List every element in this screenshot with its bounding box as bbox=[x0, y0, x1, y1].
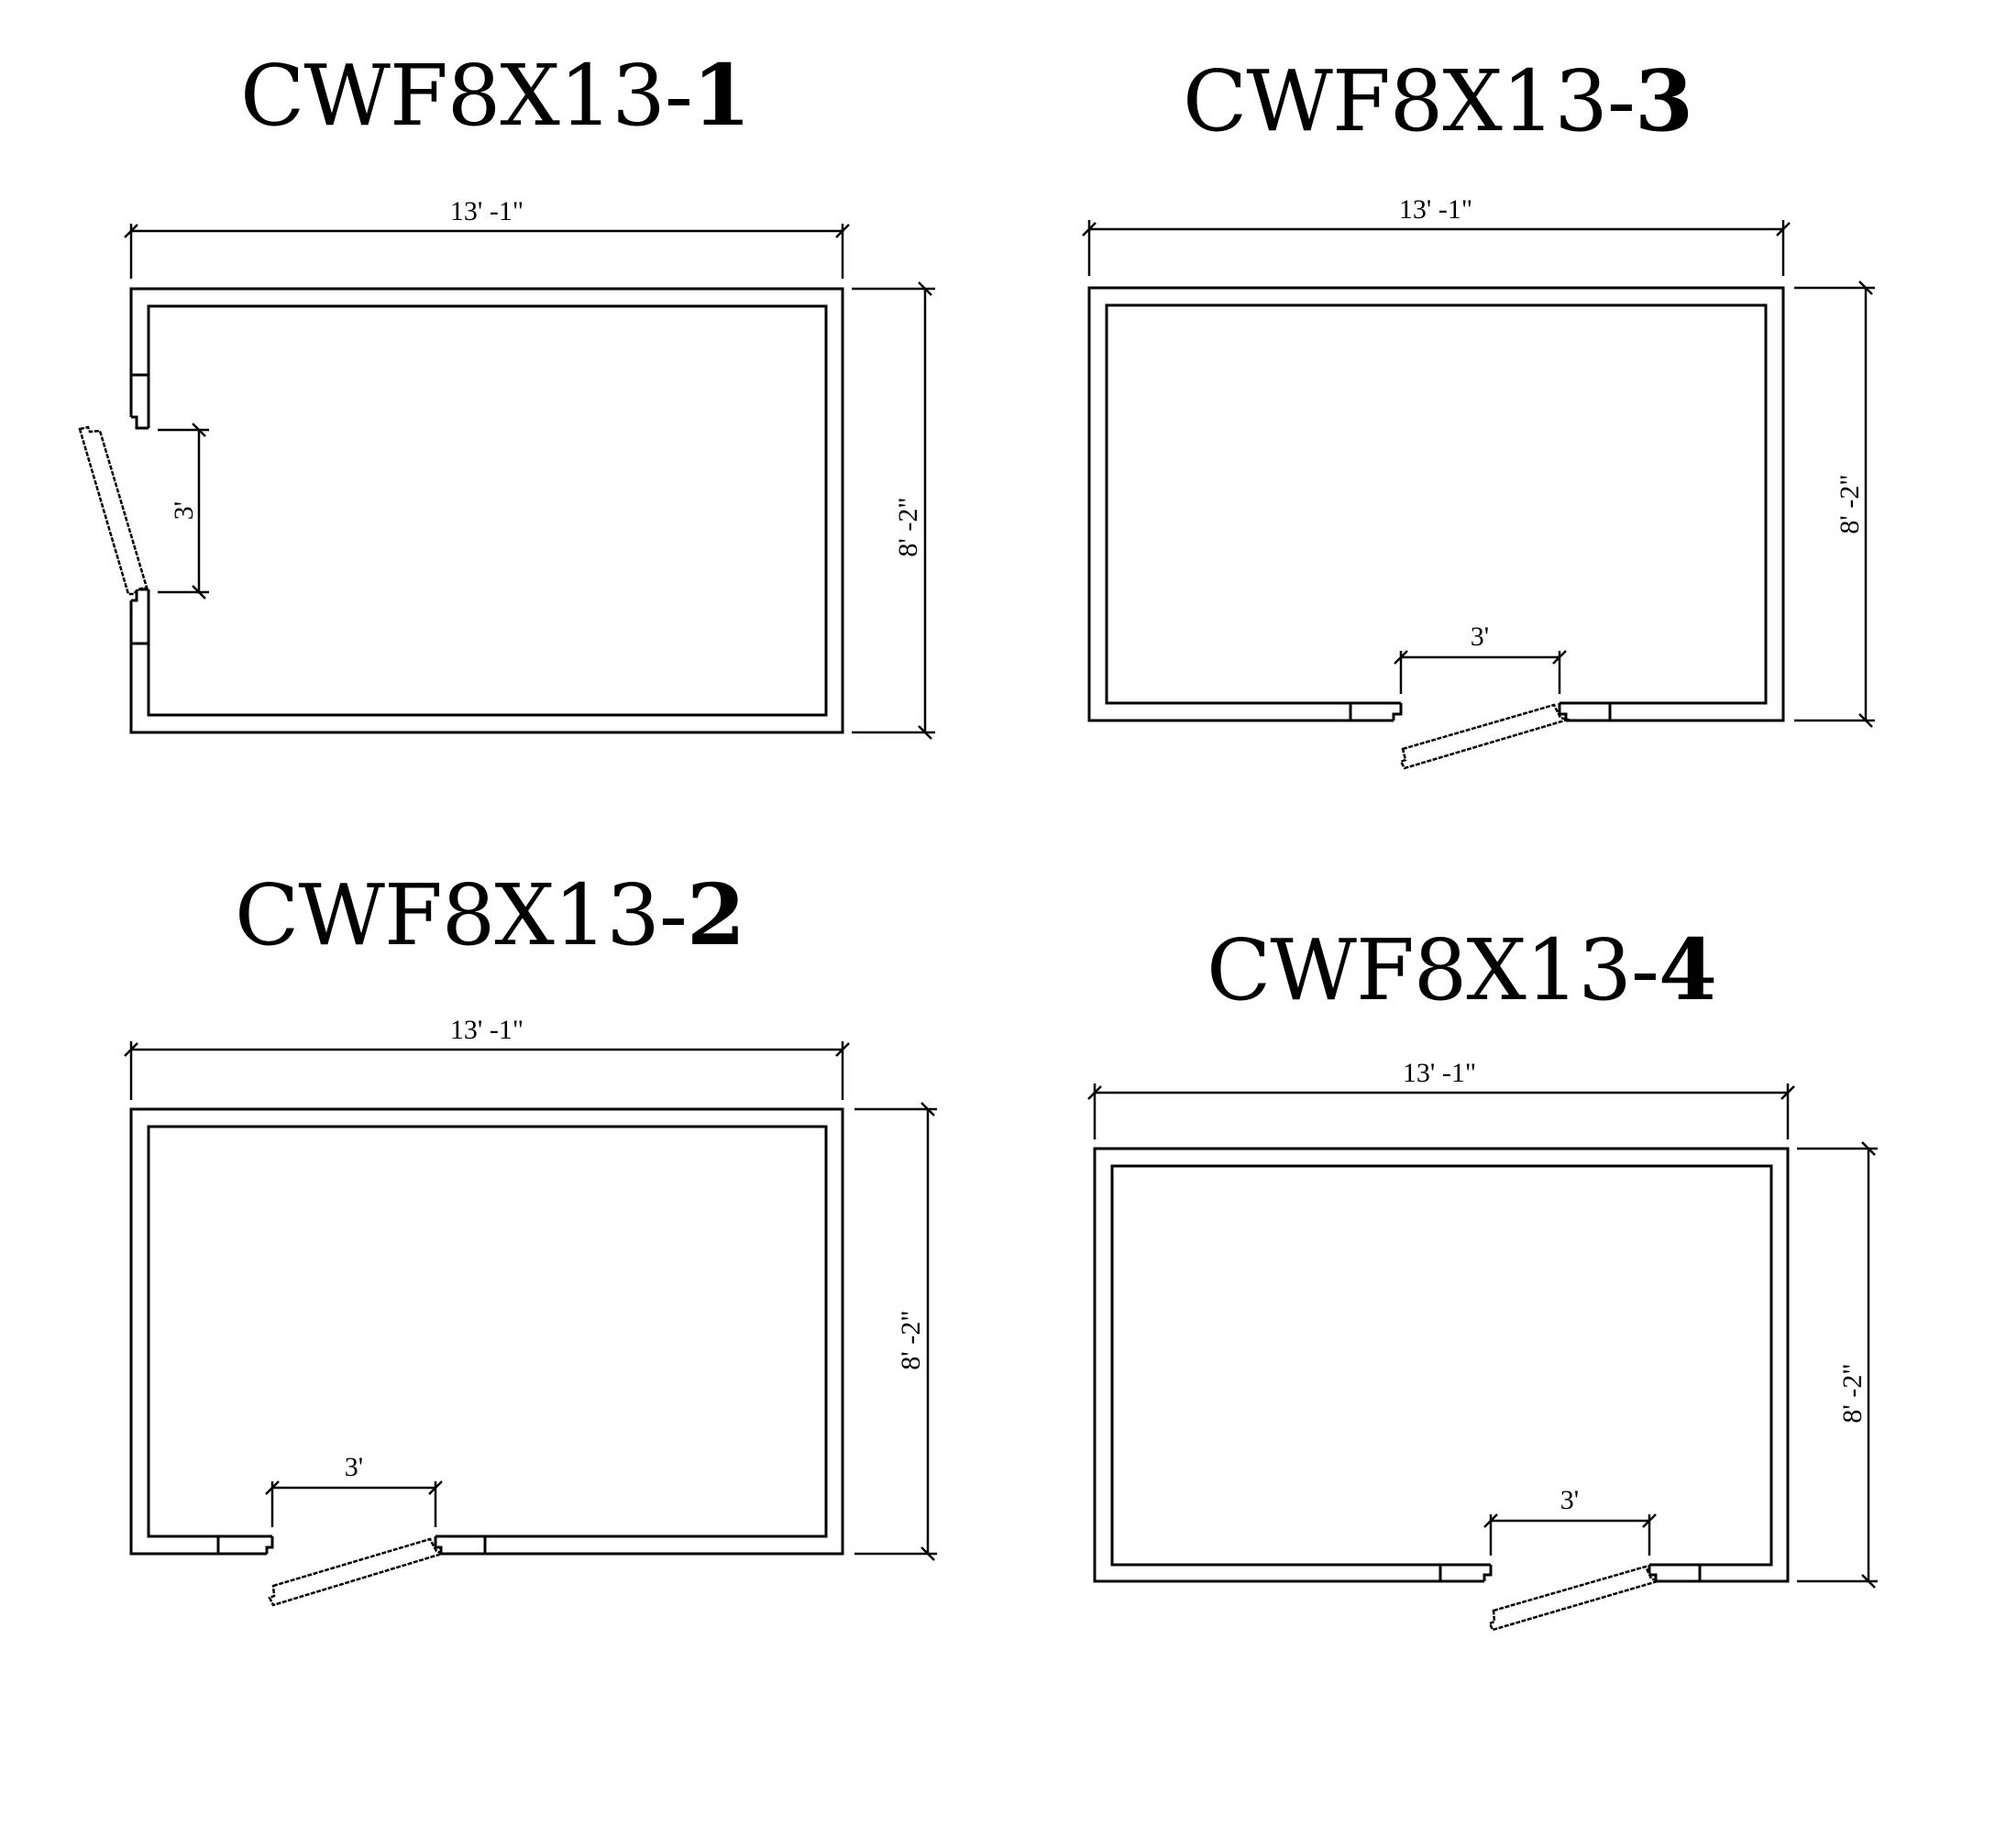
plan-3-door-label: 3' bbox=[1471, 622, 1489, 652]
plan-2-outer-wall bbox=[129, 1107, 844, 1556]
plan-3-depth-dimension: 8' -2" bbox=[1794, 280, 1875, 728]
plan-3-left-jamb bbox=[1349, 703, 1403, 720]
plan-2-title-prefix: CWF8X13- bbox=[235, 866, 688, 964]
plan-2-inner-wall bbox=[147, 1125, 828, 1538]
plan-1-outer-wall bbox=[129, 287, 844, 734]
plan-2-title-number: 2 bbox=[686, 865, 745, 964]
plan-4-left-jamb bbox=[1438, 1565, 1493, 1581]
plan-3-width-label: 13' -1" bbox=[1399, 194, 1472, 225]
plan-2-drawing: 13' -1" 8' -2" 3' bbox=[124, 1015, 937, 1607]
plan-4-width-dimension: 13' -1" bbox=[1087, 1058, 1795, 1139]
plan-2-door-label: 3' bbox=[345, 1452, 363, 1482]
plan-2-left-jamb bbox=[216, 1536, 274, 1554]
plan-3-drawing: 13' -1" 8' -2" 3' bbox=[1082, 194, 1875, 770]
plan-4-depth-dimension: 8' -2" bbox=[1797, 1141, 1878, 1589]
plan-2-depth-label: 8' -2" bbox=[896, 1310, 926, 1370]
plan-1-drawing: 13' -1" 8' -2" 3' bbox=[78, 196, 935, 740]
plan-1-width-label: 13' -1" bbox=[450, 196, 524, 226]
plan-1-upper-jamb bbox=[131, 373, 149, 430]
plan-1-title-number: 1 bbox=[691, 46, 751, 145]
plan-4-title-prefix: CWF8X13- bbox=[1207, 921, 1659, 1019]
plan-1-door-label: 3' bbox=[169, 501, 199, 520]
plan-2-door-dimension: 3' bbox=[265, 1452, 443, 1527]
plan-1-title-prefix: CWF8X13- bbox=[240, 47, 693, 145]
plan-2-width-label: 13' -1" bbox=[450, 1015, 524, 1045]
plan-3-door-dimension: 3' bbox=[1394, 622, 1567, 694]
plan-3-depth-label: 8' -2" bbox=[1835, 474, 1865, 534]
plan-3-width-dimension: 13' -1" bbox=[1082, 194, 1791, 276]
plan-2-right-jamb bbox=[434, 1536, 487, 1554]
plan-3-title: CWF8X13-3 bbox=[1183, 59, 1693, 144]
plan-1-door-leaf bbox=[78, 425, 149, 596]
plan-1-depth-dimension: 8' -2" bbox=[852, 281, 935, 740]
plan-4-door-dimension: 3' bbox=[1483, 1485, 1657, 1556]
plan-1-lower-jamb bbox=[131, 588, 149, 645]
plan-4-right-jamb bbox=[1648, 1565, 1702, 1581]
plan-1-title: CWF8X13-1 bbox=[240, 53, 751, 138]
plan-1-door-dimension: 3' bbox=[158, 423, 209, 600]
plan-2-door-leaf bbox=[268, 1537, 446, 1607]
plan-1-width-dimension: 13' -1" bbox=[124, 196, 850, 279]
plan-1-inner-wall bbox=[147, 304, 828, 717]
plan-4-outer-wall bbox=[1093, 1147, 1790, 1583]
plan-4-depth-label: 8' -2" bbox=[1837, 1363, 1868, 1423]
plan-1-depth-label: 8' -2" bbox=[893, 497, 923, 556]
plan-4-inner-wall bbox=[1110, 1164, 1773, 1567]
plan-4-drawing: 13' -1" 8' -2" 3' bbox=[1087, 1058, 1878, 1632]
plan-4-title-number: 4 bbox=[1658, 920, 1717, 1019]
plan-2-title: CWF8X13-2 bbox=[235, 873, 745, 958]
plan-2-width-dimension: 13' -1" bbox=[124, 1015, 850, 1100]
plan-3-title-prefix: CWF8X13- bbox=[1183, 52, 1636, 150]
plan-2-depth-dimension: 8' -2" bbox=[854, 1102, 937, 1561]
plan-4-door-label: 3' bbox=[1560, 1485, 1579, 1515]
plan-4-door-leaf bbox=[1488, 1565, 1661, 1632]
plan-3-right-jamb bbox=[1558, 703, 1612, 720]
plan-3-title-number: 3 bbox=[1634, 51, 1693, 150]
plan-4-title: CWF8X13-4 bbox=[1207, 928, 1717, 1013]
plan-3-door-leaf bbox=[1399, 703, 1572, 770]
plan-3-inner-wall bbox=[1105, 303, 1768, 705]
plan-4-width-label: 13' -1" bbox=[1403, 1058, 1476, 1088]
plan-3-outer-wall bbox=[1087, 286, 1785, 722]
